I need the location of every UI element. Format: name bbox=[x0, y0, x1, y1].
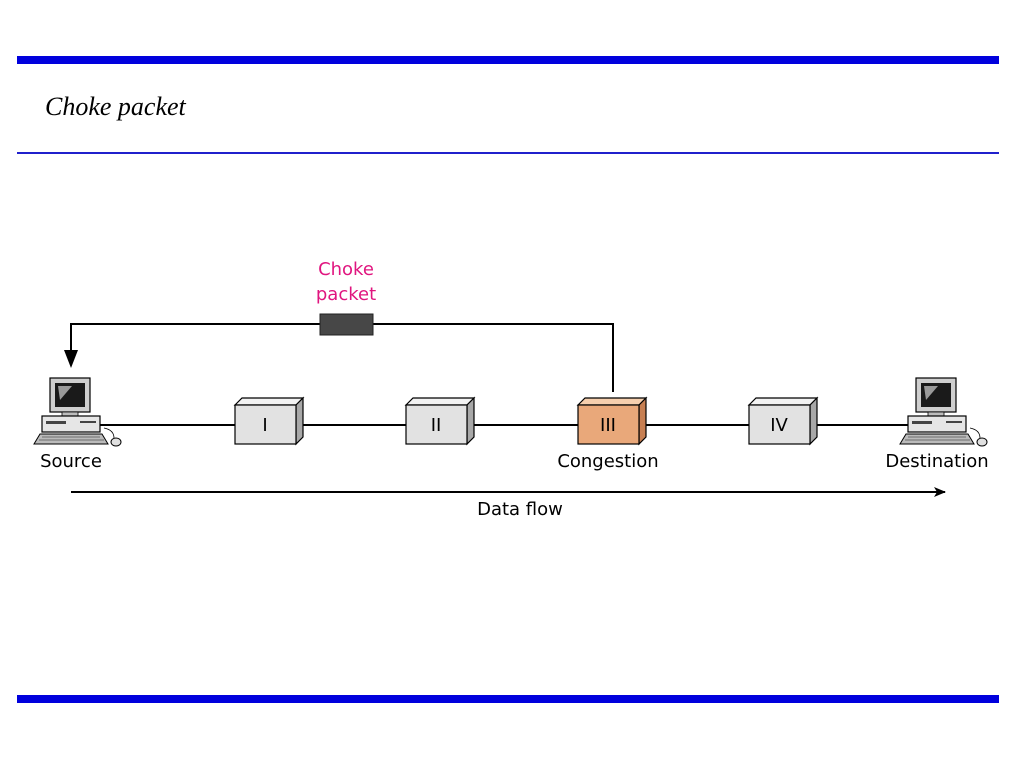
router-i-label: I bbox=[262, 415, 267, 436]
destination-label: Destination bbox=[885, 451, 988, 472]
router-ii: II bbox=[404, 396, 476, 446]
data-flow-label: Data flow bbox=[477, 499, 563, 520]
router-iv: IV bbox=[747, 396, 819, 446]
choke-label-line1: Choke bbox=[318, 259, 374, 280]
congestion-label: Congestion bbox=[557, 451, 658, 472]
destination-computer-icon bbox=[899, 377, 988, 447]
title-underline bbox=[17, 152, 999, 154]
source-computer-icon bbox=[33, 377, 122, 447]
router-ii-label: II bbox=[431, 415, 442, 436]
router-iii-label: III bbox=[600, 415, 616, 436]
router-iii-congested: III bbox=[576, 396, 648, 446]
source-label: Source bbox=[40, 451, 102, 472]
top-rule bbox=[17, 56, 999, 64]
choke-label-line2: packet bbox=[316, 284, 376, 305]
router-iv-label: IV bbox=[770, 415, 788, 436]
router-i: I bbox=[233, 396, 305, 446]
choke-arrowhead bbox=[64, 350, 78, 368]
bottom-rule bbox=[17, 695, 999, 703]
choke-packet bbox=[319, 313, 374, 336]
slide-title: Choke packet bbox=[45, 92, 186, 121]
